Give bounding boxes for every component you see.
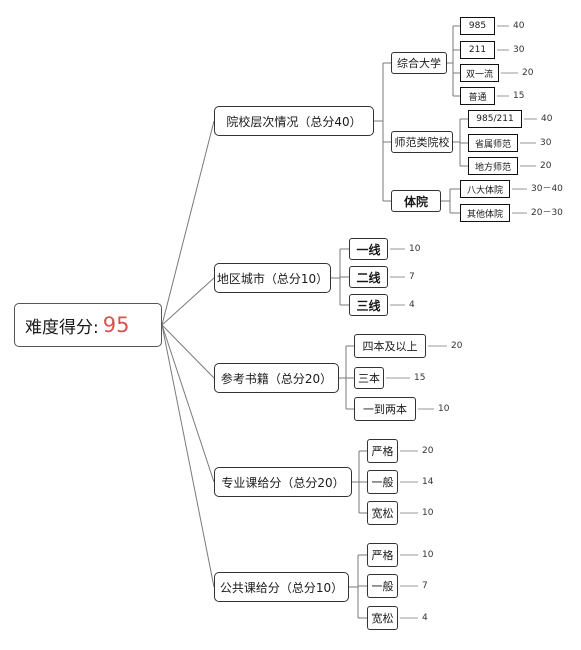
public-lenient: 宽松 bbox=[367, 606, 398, 630]
score-985: 40 bbox=[513, 21, 525, 31]
option-local-normal: 地方师范 bbox=[468, 157, 518, 175]
region-tier-3: 三线 bbox=[349, 294, 388, 316]
public-strict: 严格 bbox=[367, 543, 398, 567]
score-major-lenient: 10 bbox=[422, 508, 434, 518]
major-lenient: 宽松 bbox=[367, 501, 398, 525]
score-major-normal: 14 bbox=[422, 477, 434, 487]
score-normal-985-211: 40 bbox=[541, 114, 553, 124]
root-connector bbox=[161, 277, 215, 326]
books-one-to-two: 一到两本 bbox=[354, 397, 416, 421]
option-ordinary: 普通 bbox=[460, 87, 495, 105]
score-211: 30 bbox=[513, 45, 525, 55]
score-public-normal: 7 bbox=[422, 581, 428, 591]
option-top-eight-sports: 八大体院 bbox=[460, 180, 510, 198]
score-public-strict: 10 bbox=[422, 550, 434, 560]
option-normal-985-211: 985/211 bbox=[468, 110, 522, 128]
category-major-grading: 专业课给分（总分20） bbox=[214, 467, 352, 497]
school-type-normal: 师范类院校 bbox=[391, 131, 453, 153]
major-strict: 严格 bbox=[367, 439, 398, 463]
school-type-sports: 体院 bbox=[391, 190, 441, 212]
root-score: 95 bbox=[102, 313, 130, 337]
major-normal: 一般 bbox=[367, 470, 398, 494]
public-normal: 一般 bbox=[367, 574, 398, 598]
score-books-one-to-two: 10 bbox=[438, 404, 450, 414]
root-node: 难度得分: 95 bbox=[14, 303, 162, 347]
score-local-normal: 20 bbox=[540, 161, 552, 171]
books-three: 三本 bbox=[354, 367, 384, 389]
option-double-first-class: 双一流 bbox=[460, 64, 499, 82]
region-tier-1: 一线 bbox=[349, 238, 388, 260]
category-region: 地区城市（总分10） bbox=[214, 263, 331, 293]
books-four-plus: 四本及以上 bbox=[354, 334, 426, 358]
root-connector bbox=[161, 324, 215, 379]
root-connector bbox=[161, 324, 215, 588]
root-label: 难度得分: bbox=[25, 317, 99, 338]
score-ordinary: 15 bbox=[513, 91, 525, 101]
score-other-sports: 20－30 bbox=[531, 208, 563, 218]
score-region-tier-1: 10 bbox=[409, 244, 421, 254]
option-other-sports: 其他体院 bbox=[460, 204, 510, 222]
option-211: 211 bbox=[460, 41, 495, 59]
score-major-strict: 20 bbox=[422, 446, 434, 456]
score-books-four-plus: 20 bbox=[451, 341, 463, 351]
root-connector bbox=[161, 324, 215, 483]
category-books: 参考书籍（总分20） bbox=[214, 363, 339, 393]
score-region-tier-2: 7 bbox=[409, 272, 415, 282]
category-public-grading: 公共课给分（总分10） bbox=[214, 572, 349, 602]
score-double-first-class: 20 bbox=[522, 68, 534, 78]
score-public-lenient: 4 bbox=[422, 613, 428, 623]
score-region-tier-3: 4 bbox=[409, 300, 415, 310]
school-type-comprehensive: 综合大学 bbox=[391, 52, 447, 74]
option-985: 985 bbox=[460, 17, 495, 35]
score-provincial-normal: 30 bbox=[540, 138, 552, 148]
score-books-three: 15 bbox=[414, 373, 426, 383]
root-connector bbox=[161, 120, 215, 326]
score-top-eight-sports: 30－40 bbox=[531, 184, 563, 194]
option-provincial-normal: 省属师范 bbox=[468, 134, 518, 152]
category-school-level: 院校层次情况（总分40） bbox=[214, 106, 374, 136]
region-tier-2: 二线 bbox=[349, 266, 388, 288]
